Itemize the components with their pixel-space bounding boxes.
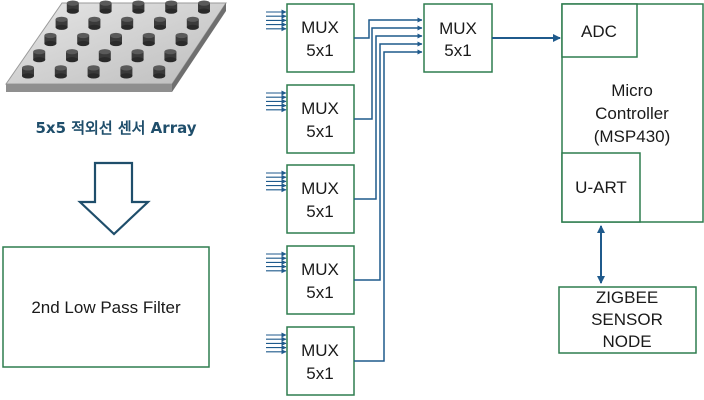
sensor-element [22,65,34,79]
mux-final-label: MUX [439,19,477,38]
sensor-element [121,16,134,30]
mux-bus-line [354,49,423,362]
sensor-element [165,0,178,14]
mux-stage1-block: MUX 5x1 [266,84,355,154]
sensor-element [54,65,67,79]
adc-label: ADC [581,22,617,41]
zigbee-line3: NODE [602,332,651,351]
mux-stage1-label: MUX [301,99,339,118]
sensor-element [98,49,111,63]
mux-stage1-size: 5x1 [306,202,333,221]
zigbee-sensor-node-block: ZIGBEE SENSOR NODE [558,286,697,354]
mux-stage1-block: MUX 5x1 [266,164,355,234]
sensor-element [153,65,166,79]
mux-final-block: MUX 5x1 [423,3,493,73]
sensor-element [164,49,177,63]
mux-bus-lines [354,17,423,362]
mux-stage1-label: MUX [301,260,339,279]
sensor-element [77,32,90,47]
uart-label: U-ART [575,178,627,197]
mux-stage1-size: 5x1 [306,122,333,141]
mux-bus-line [354,41,423,281]
sensor-element [66,0,79,14]
mux-stage1-size: 5x1 [306,283,333,302]
mux-bus-line [354,17,423,39]
mux-stage1-label: MUX [301,18,339,37]
micro-controller-line1: Micro [611,81,653,100]
sensor-element [33,49,46,63]
mux-stage1-size: 5x1 [306,364,333,383]
sensor-element [66,49,78,63]
mux-stage1-label: MUX [301,179,339,198]
zigbee-line1: ZIGBEE [596,288,658,307]
adc-block: ADC [561,3,638,58]
down-arrow-icon [77,161,151,236]
mux-stage1-label: MUX [301,341,339,360]
sensor-element [99,0,112,14]
sensor-element [198,0,210,14]
sensor-element [87,65,100,79]
sensor-element [88,16,101,30]
micro-controller-line2: Controller [595,104,669,123]
low-pass-filter-label: 2nd Low Pass Filter [31,298,181,317]
mux-bus-line [354,25,423,120]
sensor-element [120,65,133,79]
sensor-element [175,32,188,47]
mux-final-size: 5x1 [444,41,471,60]
sensor-element [132,0,145,14]
mux-bus-line [354,33,423,200]
sensor-element [110,32,122,47]
sensor-element [154,16,166,30]
mux-stage1-size: 5x1 [306,41,333,60]
sensor-element [55,16,68,30]
micro-controller-line3: (MSP430) [594,127,671,146]
zigbee-line2: SENSOR [591,310,663,329]
mux-stage1-block: MUX 5x1 [266,326,355,396]
mux-stage1-block: MUX 5x1 [266,3,355,73]
sensor-element [44,32,57,47]
sensor-array-image [5,0,227,92]
sensor-element [131,49,144,63]
uart-block: U-ART [561,152,641,223]
sensor-element [142,32,155,47]
low-pass-filter-block: 2nd Low Pass Filter [2,246,210,368]
mux-stage1-block: MUX 5x1 [266,245,355,315]
sensor-array-caption: 5x5 적외선 센서 Array [35,119,196,137]
sensor-element [186,16,199,30]
